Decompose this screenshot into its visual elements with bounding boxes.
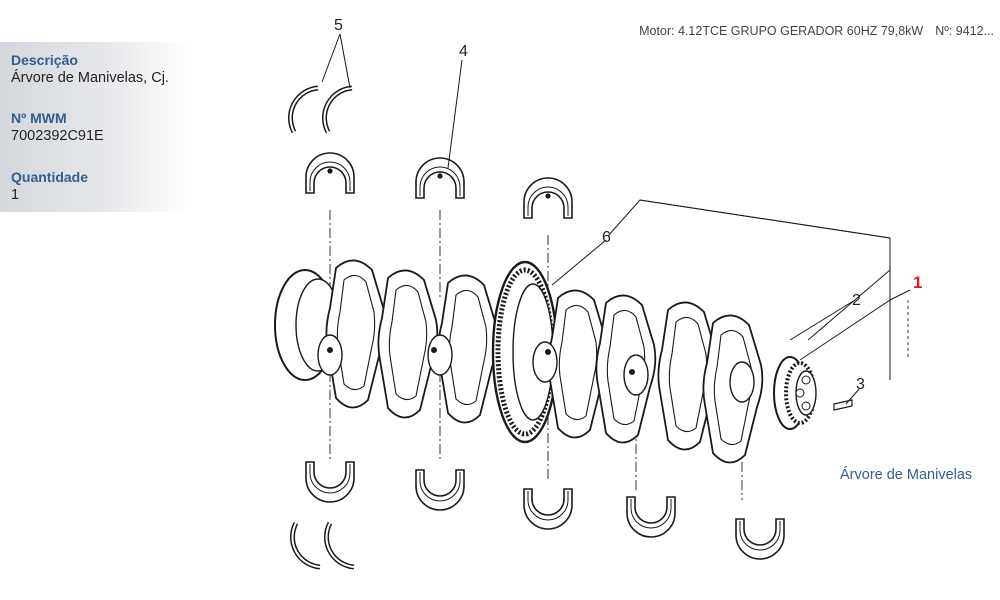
callout-2: 2 [852,292,861,309]
lower-bearing-shell [523,488,573,530]
upper-thrust-washers [290,88,352,132]
motor-value: 4.12TCE GRUPO GERADOR 60HZ 79,8kW [678,24,924,38]
part-details-panel: Descrição Árvore de Manivelas, Cj. Nº MW… [0,42,192,212]
callout-5: 5 [334,17,343,34]
quantity-label: Quantidade [11,169,89,185]
description-group: Descrição Árvore de Manivelas, Cj. [11,52,169,87]
leader-lines [321,33,911,405]
quantity-group: Quantidade 1 [11,169,88,204]
lower-bearing-shell [626,496,676,538]
lower-bearing-shell [735,518,785,560]
crankshaft-caption-link[interactable]: Árvore de Manivelas [840,467,973,483]
lower-thrust-washers [292,523,354,567]
serial-number-label: Nº: [935,24,953,38]
callout-1[interactable]: 1 [913,273,922,292]
upper-bearing-shell [305,152,355,194]
upper-bearing-shell [415,157,465,199]
engine-header: Motor: 4.12TCE GRUPO GERADOR 60HZ 79,8kW… [639,24,994,38]
description-label: Descrição [11,52,78,68]
quantity-value: 1 [11,187,20,203]
mwm-number-label: Nº MWM [11,110,67,126]
motor-label: Motor: [639,24,675,38]
callout-3: 3 [856,376,865,393]
lower-bearing-shell [415,469,465,511]
crankshaft [274,259,853,464]
description-value: Árvore de Manivelas, Cj. [11,70,169,86]
callout-4: 4 [459,43,468,60]
callout-6: 6 [602,229,611,246]
upper-bearing-shell [523,177,573,219]
lower-bearing-shell [305,461,355,503]
mwm-number-value: 7002392C91E [11,128,104,144]
mwm-number-group: Nº MWM 7002392C91E [11,110,104,145]
serial-number-value: 9412... [955,24,994,38]
